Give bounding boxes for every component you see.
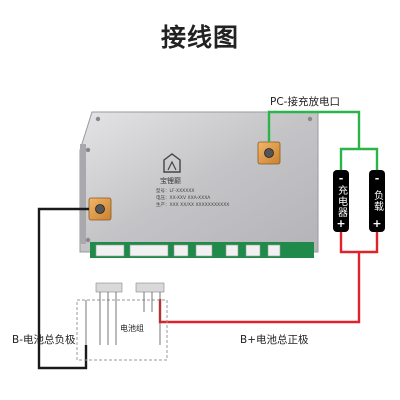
board-brand: 宝锂巅 <box>160 177 181 185</box>
pc-port-label: PC-接充放电口 <box>270 96 340 108</box>
load-plus-sign: + <box>372 217 382 230</box>
balance-plug <box>135 282 165 293</box>
charger-label: 充电器 <box>335 184 347 218</box>
pcb-connector <box>173 244 189 257</box>
pcb-connector <box>129 244 169 257</box>
pcb-connector <box>245 244 261 257</box>
pcb-connector <box>95 244 125 257</box>
green-wire <box>267 110 379 170</box>
logo-icon <box>163 153 181 173</box>
bms-board <box>79 111 319 258</box>
load-minus-sign: - <box>374 172 380 185</box>
b-minus-label: B-电池总负极 <box>12 334 76 346</box>
charger-box: - 充电器 + <box>333 170 349 232</box>
balance-plug <box>95 282 123 293</box>
battery-pack-label: 电池组 <box>120 324 144 333</box>
board-spec-line: 生产：XXX XX/XX XXXXXXXXXXX <box>156 203 230 208</box>
pcb-connector <box>195 244 213 257</box>
pcb-connector <box>225 244 239 257</box>
charger-minus-sign: - <box>338 172 344 185</box>
page-title: 接线图 <box>160 23 239 52</box>
pcb-connector <box>267 244 281 257</box>
load-label: 负载 <box>371 190 383 212</box>
charger-plus-sign: + <box>336 217 346 230</box>
board-spec-line: 型号：LF-XXXXXX <box>156 189 195 194</box>
b-minus-terminal <box>88 197 112 221</box>
board-spec-line: 电压：XX-XXV XXA-XXXA <box>156 196 211 201</box>
battery-pack-wiring <box>76 282 168 361</box>
b-plus-label: B+电池总正极 <box>240 334 309 346</box>
load-box: - 负载 + <box>369 170 385 232</box>
pc-terminal <box>257 141 281 165</box>
